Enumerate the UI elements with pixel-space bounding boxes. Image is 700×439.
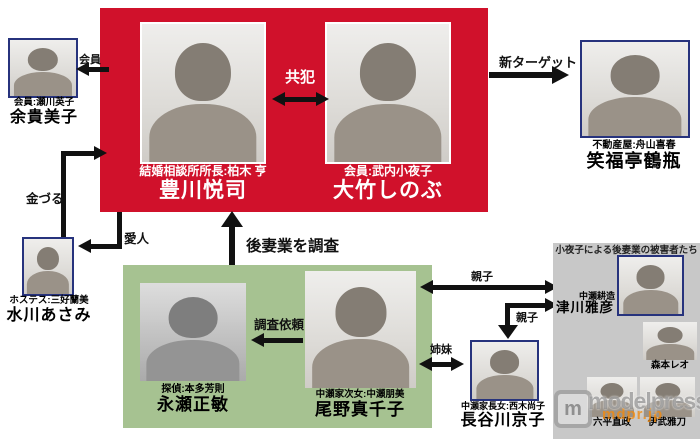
photo-ibu-masato <box>640 377 695 417</box>
role-takeuchi-sayoko: 会員:武内小夜子 <box>344 164 432 178</box>
name-yoki-miko: 余貴美子 <box>9 109 78 126</box>
arrow-oyako2-vseg <box>505 303 510 326</box>
arrow-aijin-hseg <box>91 244 122 249</box>
arrow-aijin-vseg <box>117 212 122 249</box>
name-tsugawa-masahiko: 津川雅彦 <box>556 300 614 315</box>
arrow-oyako2-head-down <box>498 325 518 339</box>
name-nagase-masatoshi: 永瀬正敏 <box>157 395 229 414</box>
name-otake-shinobu: 大竹しのぶ <box>333 178 443 202</box>
arrow-kyohan-head-left <box>272 92 285 106</box>
arrow-request-head-left <box>251 333 264 347</box>
name-musaka-naomasa: 六平直政 <box>592 417 631 428</box>
relation-label-oyako2: 親子 <box>516 312 538 324</box>
label-investigate: 後妻業を調査 <box>246 238 340 255</box>
role-nishiki-naoko: 中瀬家長女:西木尚子 <box>461 401 545 411</box>
label-request: 調査依頼 <box>254 318 305 332</box>
relation-label-oyako1: 親子 <box>471 271 493 283</box>
role-nakase-kozo: 中瀬耕造 <box>578 291 615 301</box>
role-nakase-tomomi: 中瀬家次女:中瀬朋美 <box>315 389 405 400</box>
role-miyoshi: ホステス:三好蘭美 <box>9 295 89 306</box>
photo-toyokawa-etsushi <box>140 22 266 164</box>
arrow-investigate-head-up <box>221 211 243 227</box>
photo-nagase-masatoshi <box>140 283 246 381</box>
relation-label-aijin: 愛人 <box>124 232 150 246</box>
arrow-new-target-head-right <box>552 66 569 84</box>
photo-morimoto-leo <box>643 322 697 360</box>
arrow-kanezuru-vseg <box>61 154 66 238</box>
relation-label-kyohan: 共犯 <box>284 69 315 86</box>
photo-musaka-naomasa <box>587 377 637 417</box>
arrow-kyohan-head-right <box>316 92 329 106</box>
name-ono-machiko: 尾野真千子 <box>315 400 405 419</box>
name-morimoto-leo: 森本レオ <box>650 360 689 371</box>
role-segawa-eiko: 会員:瀬川英子 <box>13 97 75 108</box>
arrow-oyako1-seg <box>433 285 546 290</box>
gray-box-title: 小夜子による後妻業の被害者たち <box>555 245 698 256</box>
photo-mizukawa-asami <box>22 237 74 296</box>
modelpress-watermark: mdpr.jp m modelpress <box>550 386 700 432</box>
arrow-kyohan-seg <box>284 97 316 102</box>
arrow-investigate-seg <box>229 226 235 265</box>
arrow-member-head-left <box>76 62 89 76</box>
arrow-shimai-seg <box>432 362 452 367</box>
name-shofukutei-tsurube: 笑福亭鶴瓶 <box>586 151 682 171</box>
role-kashiwagi: 結婚相談所所長:柏木 亨 <box>139 164 267 178</box>
modelpress-logo-icon: m <box>554 390 592 428</box>
photo-hasegawa-kyoko <box>470 340 539 401</box>
photo-ono-machiko <box>305 271 416 388</box>
photo-yoki-miko <box>8 38 78 98</box>
watermark-text: modelpress <box>588 388 700 414</box>
name-ibu-masato: 伊武雅刀 <box>647 417 686 428</box>
arrow-kanezuru-hseg <box>61 151 95 156</box>
watermark-url-text: mdpr.jp <box>602 406 664 423</box>
arrow-kanezuru-head-right <box>94 146 107 160</box>
photo-tsugawa-masahiko <box>617 255 684 316</box>
photo-shofukutei-tsurube <box>580 40 690 138</box>
arrow-new-target-seg <box>489 72 553 78</box>
arrow-oyako1-head-left <box>420 280 433 294</box>
role-honda-yoshinori: 探偵:本多芳則 <box>161 384 225 395</box>
arrow-member-seg <box>88 67 109 72</box>
arrow-request-seg <box>264 338 303 343</box>
arrow-shimai-head-left <box>419 357 432 371</box>
relation-label-shimai: 姉妹 <box>430 344 452 356</box>
arrow-oyako2-hseg <box>508 303 546 308</box>
photo-otake-shinobu <box>325 22 451 164</box>
role-funayama: 不動産屋:舟山喜春 <box>592 140 676 151</box>
arrow-aijin-head-left <box>78 239 91 253</box>
arrow-shimai-head-right <box>451 357 464 371</box>
name-toyokawa-etsushi: 豊川悦司 <box>159 178 247 202</box>
name-mizukawa-asami: 水川あさみ <box>6 307 92 324</box>
relation-label-kanezuru: 金づる <box>26 192 64 206</box>
name-hasegawa-kyoko: 長谷川京子 <box>460 412 546 429</box>
